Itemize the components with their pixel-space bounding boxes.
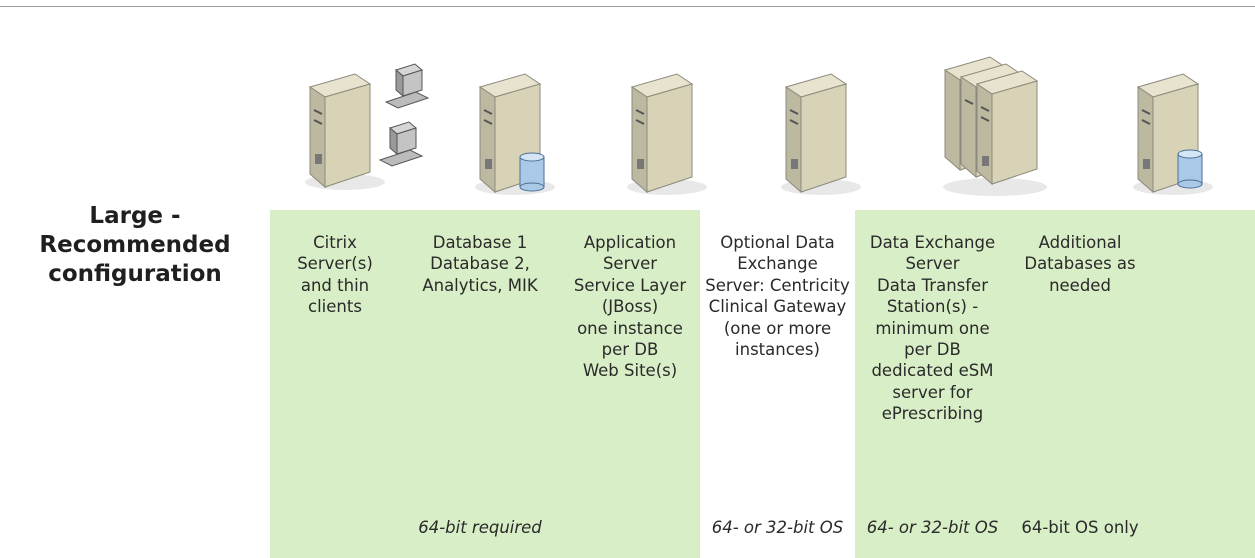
- column-database: Database 1 Database 2, Analytics, MIK 64…: [400, 210, 560, 558]
- top-divider: [0, 6, 1255, 7]
- additional-database-icon: [1133, 73, 1213, 195]
- server-cluster-icon: [943, 56, 1047, 196]
- server-with-clients-icon: [305, 63, 430, 190]
- description-line: Application: [583, 233, 677, 252]
- description-line: Additional: [1038, 233, 1122, 252]
- column-description: Data Exchange Server Data Transfer Stati…: [855, 232, 1010, 425]
- description-line: (JBoss): [601, 297, 659, 317]
- column-data-exchange: Data Exchange Server Data Transfer Stati…: [855, 210, 1010, 558]
- row-label-line: configuration: [48, 261, 222, 287]
- description-line: Service Layer: [573, 275, 687, 295]
- description-line: Server: [905, 254, 960, 274]
- column-additional-databases: Additional Databases as needed 64-bit OS…: [1010, 210, 1255, 558]
- data-exchange-server-icon: [781, 73, 861, 195]
- description-line: server for: [892, 382, 973, 402]
- application-server-icon: [627, 73, 707, 195]
- description-line: dedicated eSM: [871, 361, 994, 381]
- description-line: and thin: [300, 275, 370, 295]
- description-line: Server: [602, 254, 658, 274]
- column-footer: 64-bit required: [418, 518, 542, 537]
- description-line: Clinical Gateway: [708, 297, 847, 317]
- column-description: Optional Data Exchange Server: Centricit…: [700, 232, 855, 360]
- column-description: Citrix Server(s) and thin clients: [270, 232, 400, 318]
- description-line: Citrix: [313, 233, 357, 252]
- description-line: minimum one: [875, 318, 990, 338]
- description-line: instances): [735, 340, 820, 360]
- description-line: per DB: [601, 340, 659, 360]
- description-line: Exchange: [737, 254, 818, 274]
- column-application: Application Server Service Layer (JBoss)…: [560, 210, 700, 558]
- row-label-line: Recommended: [39, 232, 231, 258]
- description-line: clients: [308, 297, 362, 317]
- description-line: Data Exchange: [869, 233, 996, 252]
- column-footer: 64-bit OS only: [1021, 518, 1139, 537]
- description-line: (one or more: [723, 318, 832, 338]
- row-label-line: Large -: [89, 203, 181, 229]
- description-line: Server: Centricity: [705, 275, 850, 295]
- description-line: one instance: [577, 318, 683, 338]
- description-line: Databases as: [1024, 254, 1136, 274]
- description-line: Web Site(s): [582, 361, 678, 381]
- description-line: Optional Data: [720, 233, 835, 252]
- column-description: Database 1 Database 2, Analytics, MIK: [400, 232, 560, 296]
- column-description: Application Server Service Layer (JBoss)…: [560, 232, 700, 382]
- description-line: Data Transfer: [877, 275, 988, 295]
- column-description: Additional Databases as needed: [1010, 232, 1150, 296]
- description-line: Database 1: [432, 233, 528, 252]
- description-line: Database 2,: [430, 254, 530, 274]
- server-icons-row: [0, 0, 1255, 210]
- description-line: needed: [1049, 275, 1111, 295]
- description-line: Analytics, MIK: [422, 275, 538, 295]
- description-line: Station(s) -: [886, 297, 979, 317]
- database-server-icon: [475, 73, 555, 195]
- description-line: ePrescribing: [881, 404, 984, 424]
- column-optional-data-exchange: Optional Data Exchange Server: Centricit…: [700, 210, 855, 558]
- description-line: per DB: [904, 340, 961, 360]
- column-citrix: Citrix Server(s) and thin clients: [270, 210, 400, 558]
- row-label: Large - Recommended configuration: [0, 202, 270, 289]
- column-footer: 64- or 32-bit OS: [866, 518, 999, 537]
- configuration-grid: Citrix Server(s) and thin clients Databa…: [270, 210, 1255, 558]
- description-line: Server(s): [297, 254, 373, 274]
- column-footer: 64- or 32-bit OS: [711, 518, 844, 537]
